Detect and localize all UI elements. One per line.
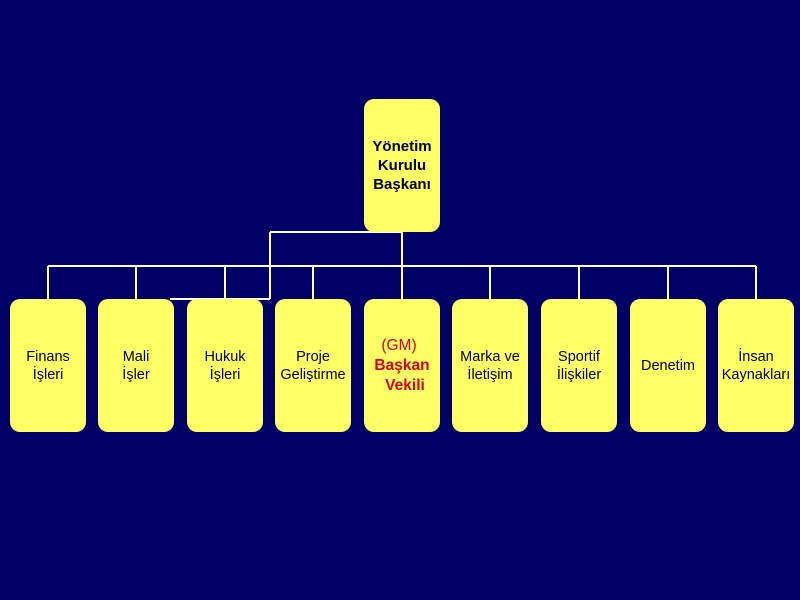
vekili-label: Vekili [385, 376, 425, 394]
unit-box-insan-kaynaklari: İnsan Kaynakları [718, 299, 794, 432]
baskan-label: Başkan [374, 356, 430, 374]
unit-box-gm-baskan-vekili: (GM) Başkan Vekili [364, 299, 440, 432]
gm-label: (GM) [381, 336, 417, 354]
root-box-yonetim-kurulu-baskani: Yönetim Kurulu Başkanı [364, 99, 440, 232]
unit-box-marka-ve-iletisim: Marka ve İletişim [452, 299, 528, 432]
unit-box-hukuk-isleri: Hukuk İşleri [187, 299, 263, 432]
unit-box-proje-gelistirme: Proje Geliştirme [275, 299, 351, 432]
unit-box-sportif-iliskiler: Sportif İlişkiler [541, 299, 617, 432]
unit-box-denetim: Denetim [630, 299, 706, 432]
unit-box-mali-isler: Mali İşler [98, 299, 174, 432]
unit-box-finans-isleri: Finans İşleri [10, 299, 86, 432]
